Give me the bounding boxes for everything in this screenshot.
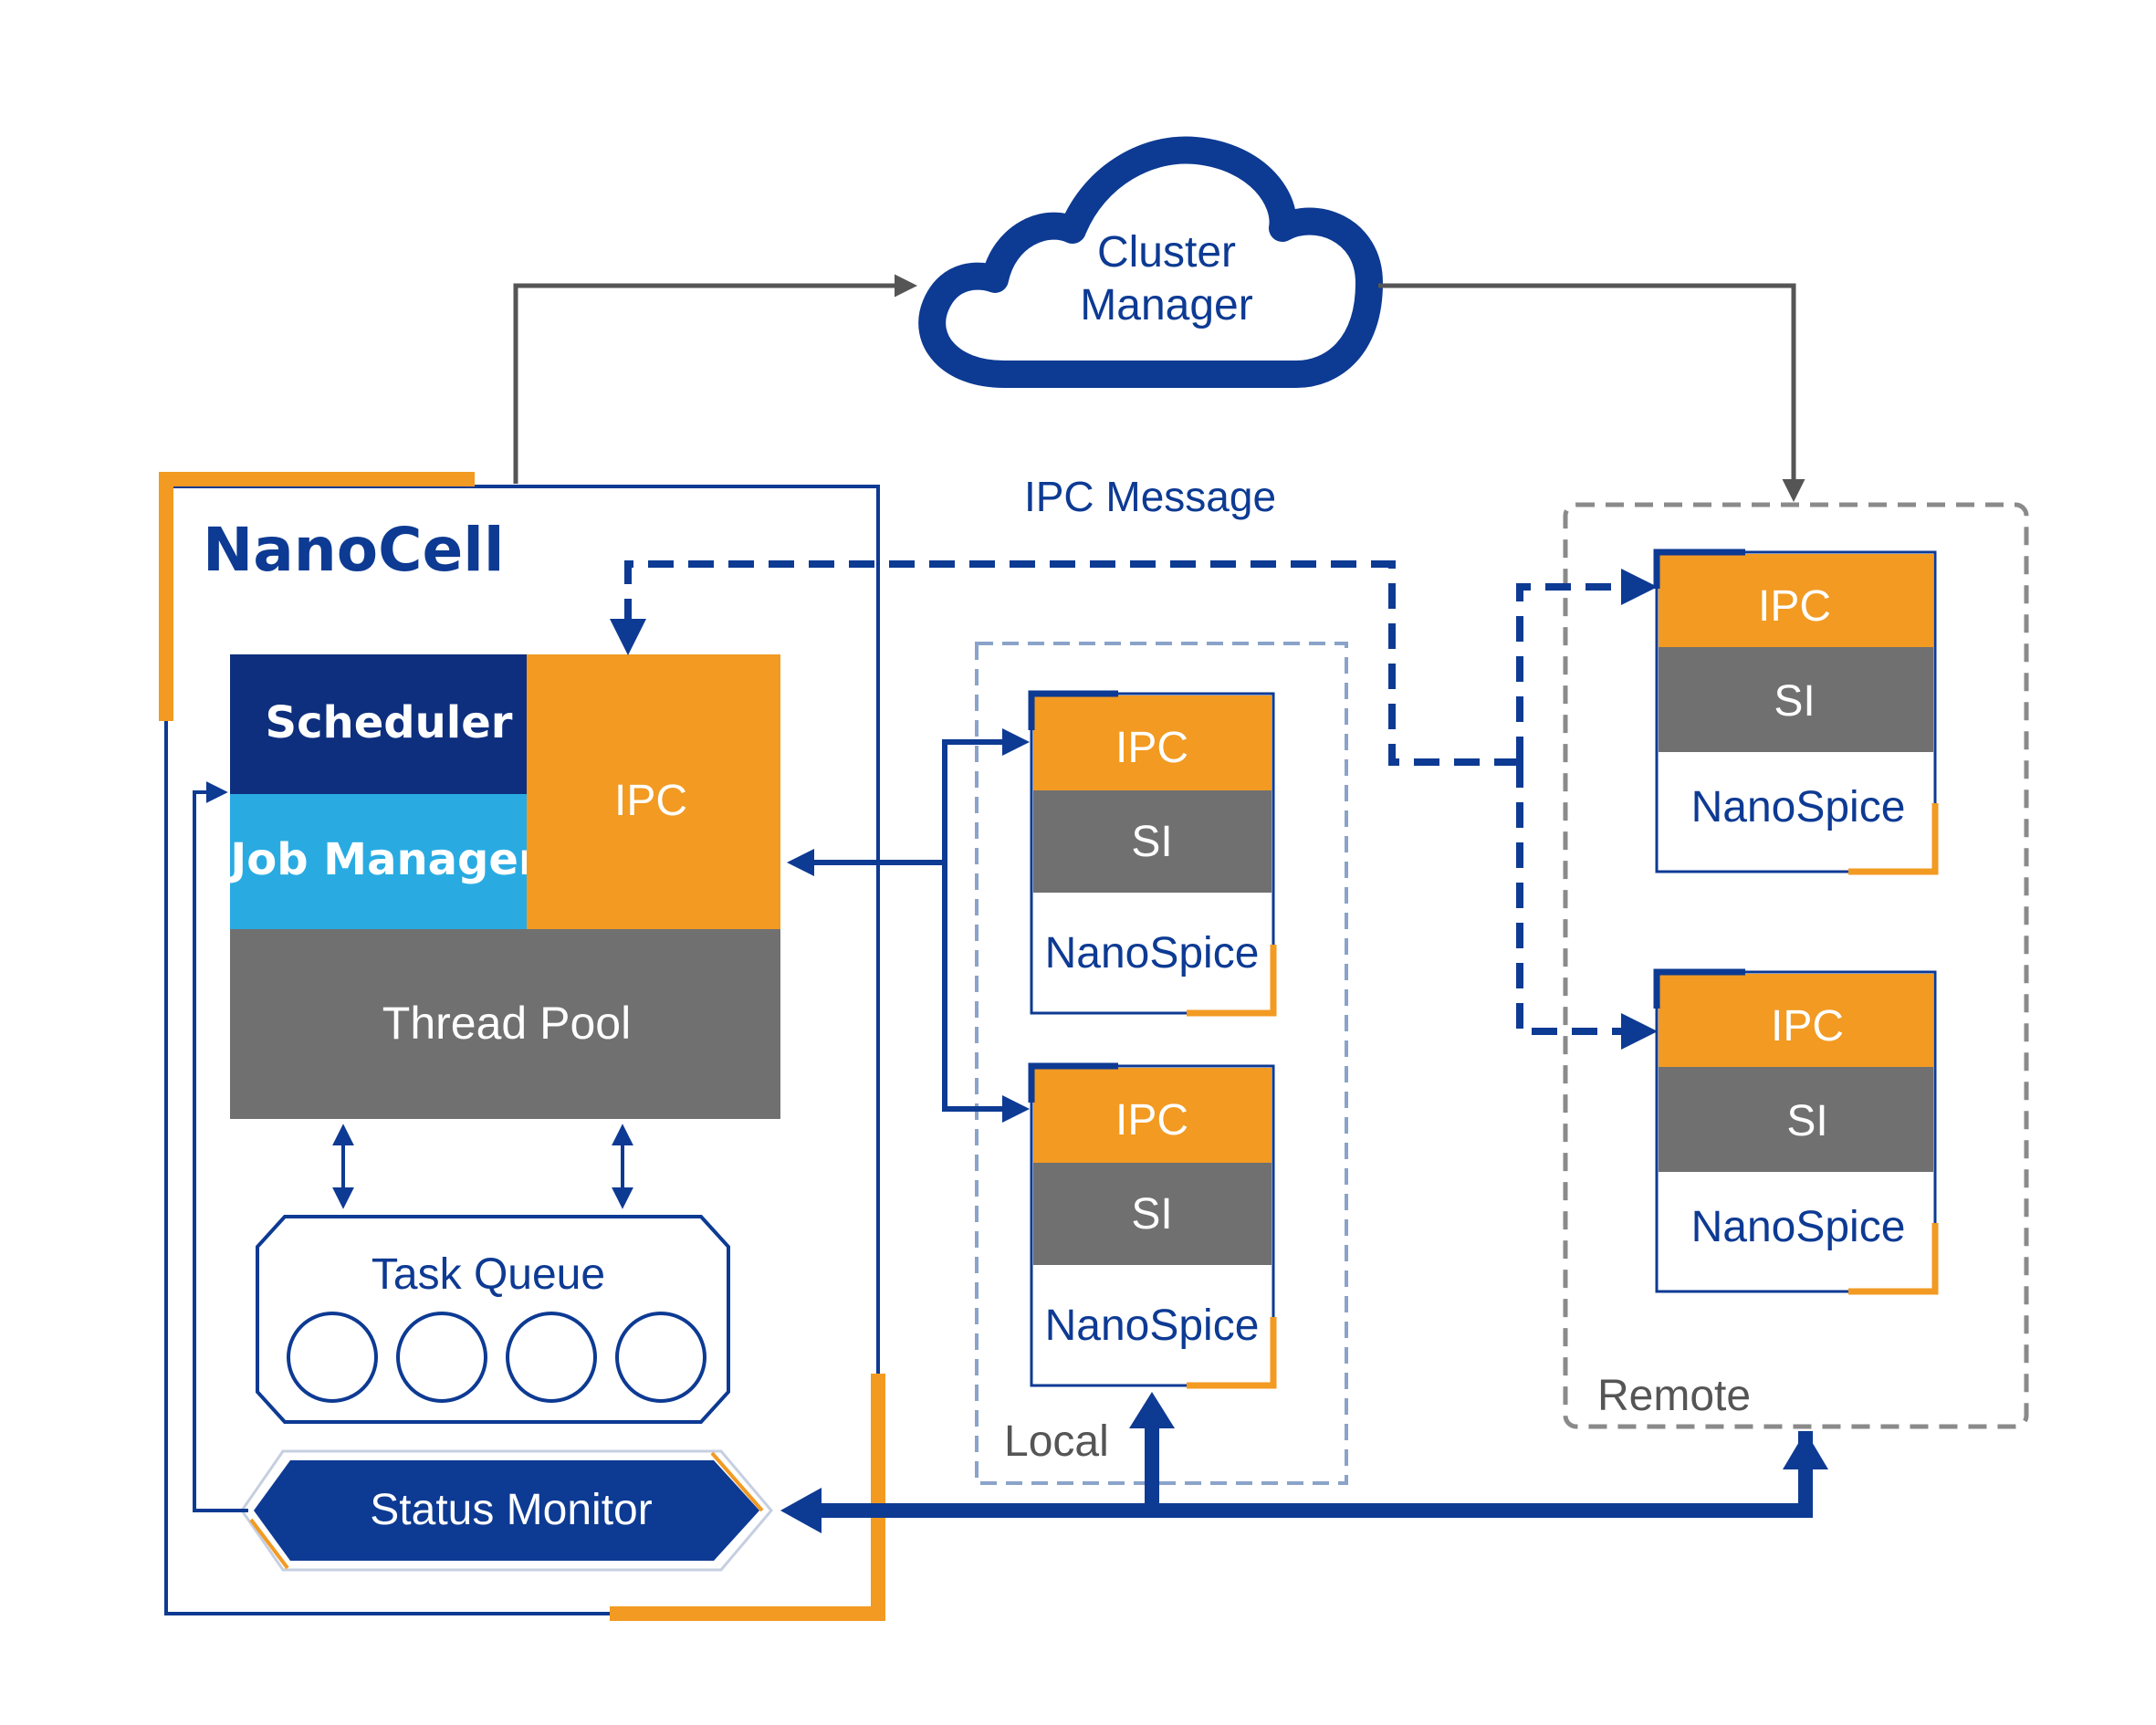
- status-feedback-bus: [796, 1431, 1813, 1518]
- nanocell-ipc-block: [527, 654, 780, 929]
- node-si-label: SI: [1786, 1097, 1827, 1145]
- task-queue-slot: [615, 1312, 706, 1403]
- ipc-message-route: [1516, 762, 1658, 1050]
- node-si-label: SI: [1774, 677, 1815, 726]
- node-si-block: [1033, 1163, 1272, 1265]
- node-name-label: NanoSpice: [1045, 1302, 1260, 1350]
- nanocell-corner-accent-top: [159, 472, 475, 721]
- remote-boundary: [1563, 502, 2029, 1429]
- arrow-cluster-to-remote: [1378, 283, 1805, 502]
- node-accent-top: [1028, 690, 1118, 730]
- job-manager-block: [230, 794, 527, 929]
- cluster-manager-cloud: Cluster Manager: [918, 136, 1383, 388]
- node-si-block: [1033, 790, 1272, 893]
- node-ipc-label: IPC: [1115, 724, 1188, 772]
- ipc-message-label: IPC Message: [1024, 473, 1276, 520]
- node-ipc-label: IPC: [1771, 1002, 1844, 1051]
- node-accent-bottom: [1848, 1223, 1939, 1295]
- node-name-label: NanoSpice: [1691, 1203, 1906, 1251]
- local-boundary: [975, 642, 1348, 1485]
- node-ipc-block: [1033, 695, 1272, 790]
- status-feedback-arrowhead: [1129, 1392, 1175, 1428]
- node-si-block: [1659, 1067, 1933, 1172]
- nanocell-ipc-label: IPC: [614, 777, 687, 825]
- cloud-icon: [918, 136, 1383, 388]
- thread-pool-label: Thread Pool: [382, 998, 631, 1049]
- scheduler-block: [230, 654, 527, 794]
- node-si-label: SI: [1131, 818, 1172, 866]
- thread-pool-block: [230, 929, 780, 1119]
- task-queue-label: Task Queue: [372, 1250, 605, 1299]
- arrow-nanocell-to-cluster: [513, 274, 917, 484]
- local-ipc-link: [942, 862, 1030, 1123]
- task-queue-slot: [396, 1312, 487, 1403]
- task-queue-slot: [506, 1312, 597, 1403]
- node-accent-top: [1028, 1062, 1118, 1103]
- status-monitor-accent: [710, 1451, 764, 1512]
- node-accent-bottom: [1848, 803, 1939, 875]
- remote-label: Remote: [1597, 1372, 1751, 1420]
- status-to-jobmanager-arrow: [193, 781, 248, 1512]
- local-group: Local IPC SI NanoSpice IPC SI NanoSpice: [975, 642, 1348, 1485]
- status-feedback-arrowhead: [780, 1488, 822, 1533]
- cloud-label-line1: Cluster: [1097, 228, 1236, 277]
- node-ipc-label: IPC: [1115, 1096, 1188, 1145]
- node-accent-bottom: [1187, 945, 1277, 1017]
- task-queue-slot: [287, 1312, 378, 1403]
- node-ipc-block: [1033, 1068, 1272, 1163]
- status-monitor-block: [254, 1460, 759, 1561]
- remote-node-1: IPC SI NanoSpice: [1653, 549, 1939, 875]
- remote-group: Remote IPC SI NanoSpice IPC SI NanoSpice: [1563, 502, 2029, 1429]
- nanocell-corner-accent-bottom: [610, 1374, 885, 1621]
- node-ipc-block: [1659, 554, 1933, 647]
- job-manager-label: Job Manager: [227, 834, 540, 885]
- node-ipc-label: IPC: [1758, 582, 1831, 631]
- nanocell-title: NanoCell: [203, 515, 505, 585]
- scheduler-label: Scheduler: [266, 697, 513, 748]
- node-name-label: NanoSpice: [1691, 783, 1906, 831]
- status-feedback-arrowhead: [1783, 1431, 1828, 1469]
- node-accent-top: [1653, 968, 1745, 1009]
- ipc-message-route: [1516, 569, 1658, 762]
- node-si-label: SI: [1131, 1190, 1172, 1239]
- node-name-label: NanoSpice: [1045, 929, 1260, 978]
- remote-node-2: IPC SI NanoSpice: [1653, 968, 1939, 1295]
- status-monitor-accent: [249, 1518, 289, 1570]
- node-si-block: [1659, 647, 1933, 752]
- local-node-2: IPC SI NanoSpice: [1028, 1062, 1277, 1389]
- node-accent-bottom: [1187, 1317, 1277, 1389]
- local-label: Local: [1004, 1417, 1109, 1466]
- local-ipc-link: [942, 728, 1030, 862]
- status-monitor-label: Status Monitor: [370, 1486, 652, 1534]
- cloud-label-line2: Manager: [1080, 281, 1252, 329]
- node-ipc-block: [1659, 974, 1933, 1067]
- nanocell-container: NanoCell Scheduler Job Manager IPC Threa…: [159, 472, 885, 1621]
- ipc-message-route: [610, 560, 1520, 766]
- local-node-1: IPC SI NanoSpice: [1028, 690, 1277, 1017]
